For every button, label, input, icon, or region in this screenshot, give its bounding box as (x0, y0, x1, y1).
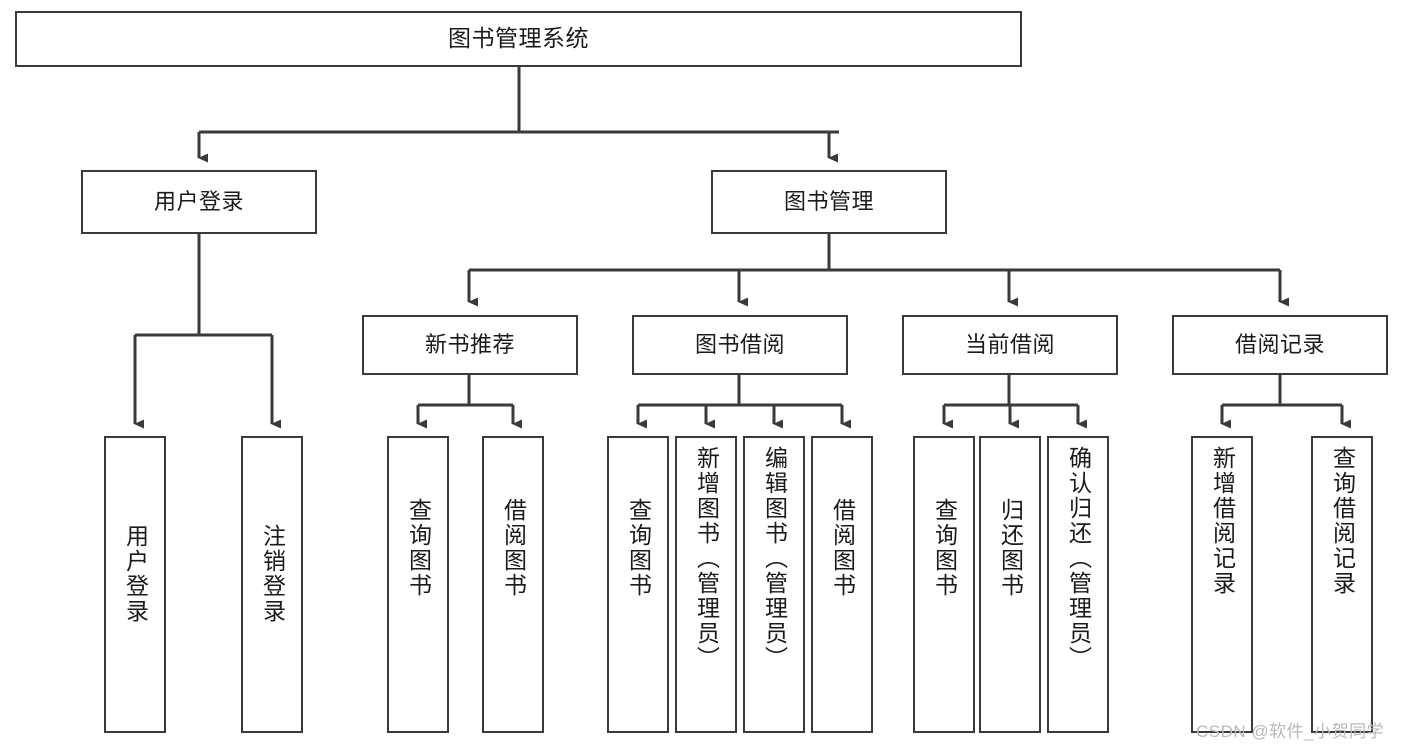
leaf-return-book[interactable]: 归还图书 (979, 436, 1041, 733)
leaf-user-login[interactable]: 用户登录 (104, 436, 166, 733)
node-borrow-record[interactable]: 借阅记录 (1172, 315, 1388, 375)
leaf-user-login-label: 用户登录 (122, 524, 149, 624)
leaf-add-borrow-record-label: 新增借阅记录 (1209, 446, 1236, 596)
leaf-logout-login-label: 注销登录 (259, 524, 286, 624)
node-current-borrow[interactable]: 当前借阅 (902, 315, 1118, 375)
node-root-system-label: 图书管理系统 (448, 25, 589, 52)
node-user-login[interactable]: 用户登录 (81, 170, 317, 234)
leaf-return-book-label: 归还图书 (997, 498, 1024, 598)
node-root-system[interactable]: 图书管理系统 (15, 11, 1022, 67)
leaf-add-book-admin[interactable]: 新增图书（管理员） (675, 436, 737, 733)
leaf-edit-book-admin[interactable]: 编辑图书（管理员） (743, 436, 805, 733)
leaf-query-book-3-label: 查询图书 (931, 498, 958, 598)
leaf-logout-login[interactable]: 注销登录 (241, 436, 303, 733)
leaf-borrow-book-1[interactable]: 借阅图书 (482, 436, 544, 733)
csdn-watermark: CSDN @软件_小贺同学 (1196, 722, 1385, 741)
leaf-borrow-book-2-label: 借阅图书 (829, 498, 856, 598)
node-new-book-recommend[interactable]: 新书推荐 (362, 315, 578, 375)
leaf-query-borrow-record-label: 查询借阅记录 (1329, 446, 1356, 596)
leaf-confirm-return-admin-label: 确认归还（管理员） (1065, 446, 1092, 671)
node-user-login-label: 用户登录 (153, 188, 244, 214)
node-book-manage-label: 图书管理 (783, 188, 874, 214)
leaf-add-book-admin-label: 新增图书（管理员） (693, 446, 720, 671)
leaf-query-book-1[interactable]: 查询图书 (387, 436, 449, 733)
node-borrow-record-label: 借阅记录 (1234, 331, 1325, 357)
leaf-borrow-book-2[interactable]: 借阅图书 (811, 436, 873, 733)
leaf-query-book-2[interactable]: 查询图书 (607, 436, 669, 733)
leaf-query-borrow-record[interactable]: 查询借阅记录 (1311, 436, 1373, 733)
leaf-confirm-return-admin[interactable]: 确认归还（管理员） (1047, 436, 1109, 733)
node-new-book-recommend-label: 新书推荐 (424, 331, 515, 357)
node-current-borrow-label: 当前借阅 (964, 331, 1055, 357)
leaf-edit-book-admin-label: 编辑图书（管理员） (761, 446, 788, 671)
leaf-query-book-3[interactable]: 查询图书 (913, 436, 975, 733)
leaf-query-book-2-label: 查询图书 (625, 498, 652, 598)
node-book-borrow-label: 图书借阅 (694, 331, 785, 357)
node-book-borrow[interactable]: 图书借阅 (632, 315, 848, 375)
leaf-query-book-1-label: 查询图书 (405, 498, 432, 598)
leaf-add-borrow-record[interactable]: 新增借阅记录 (1191, 436, 1253, 733)
leaf-borrow-book-1-label: 借阅图书 (500, 498, 527, 598)
node-book-manage[interactable]: 图书管理 (711, 170, 947, 234)
